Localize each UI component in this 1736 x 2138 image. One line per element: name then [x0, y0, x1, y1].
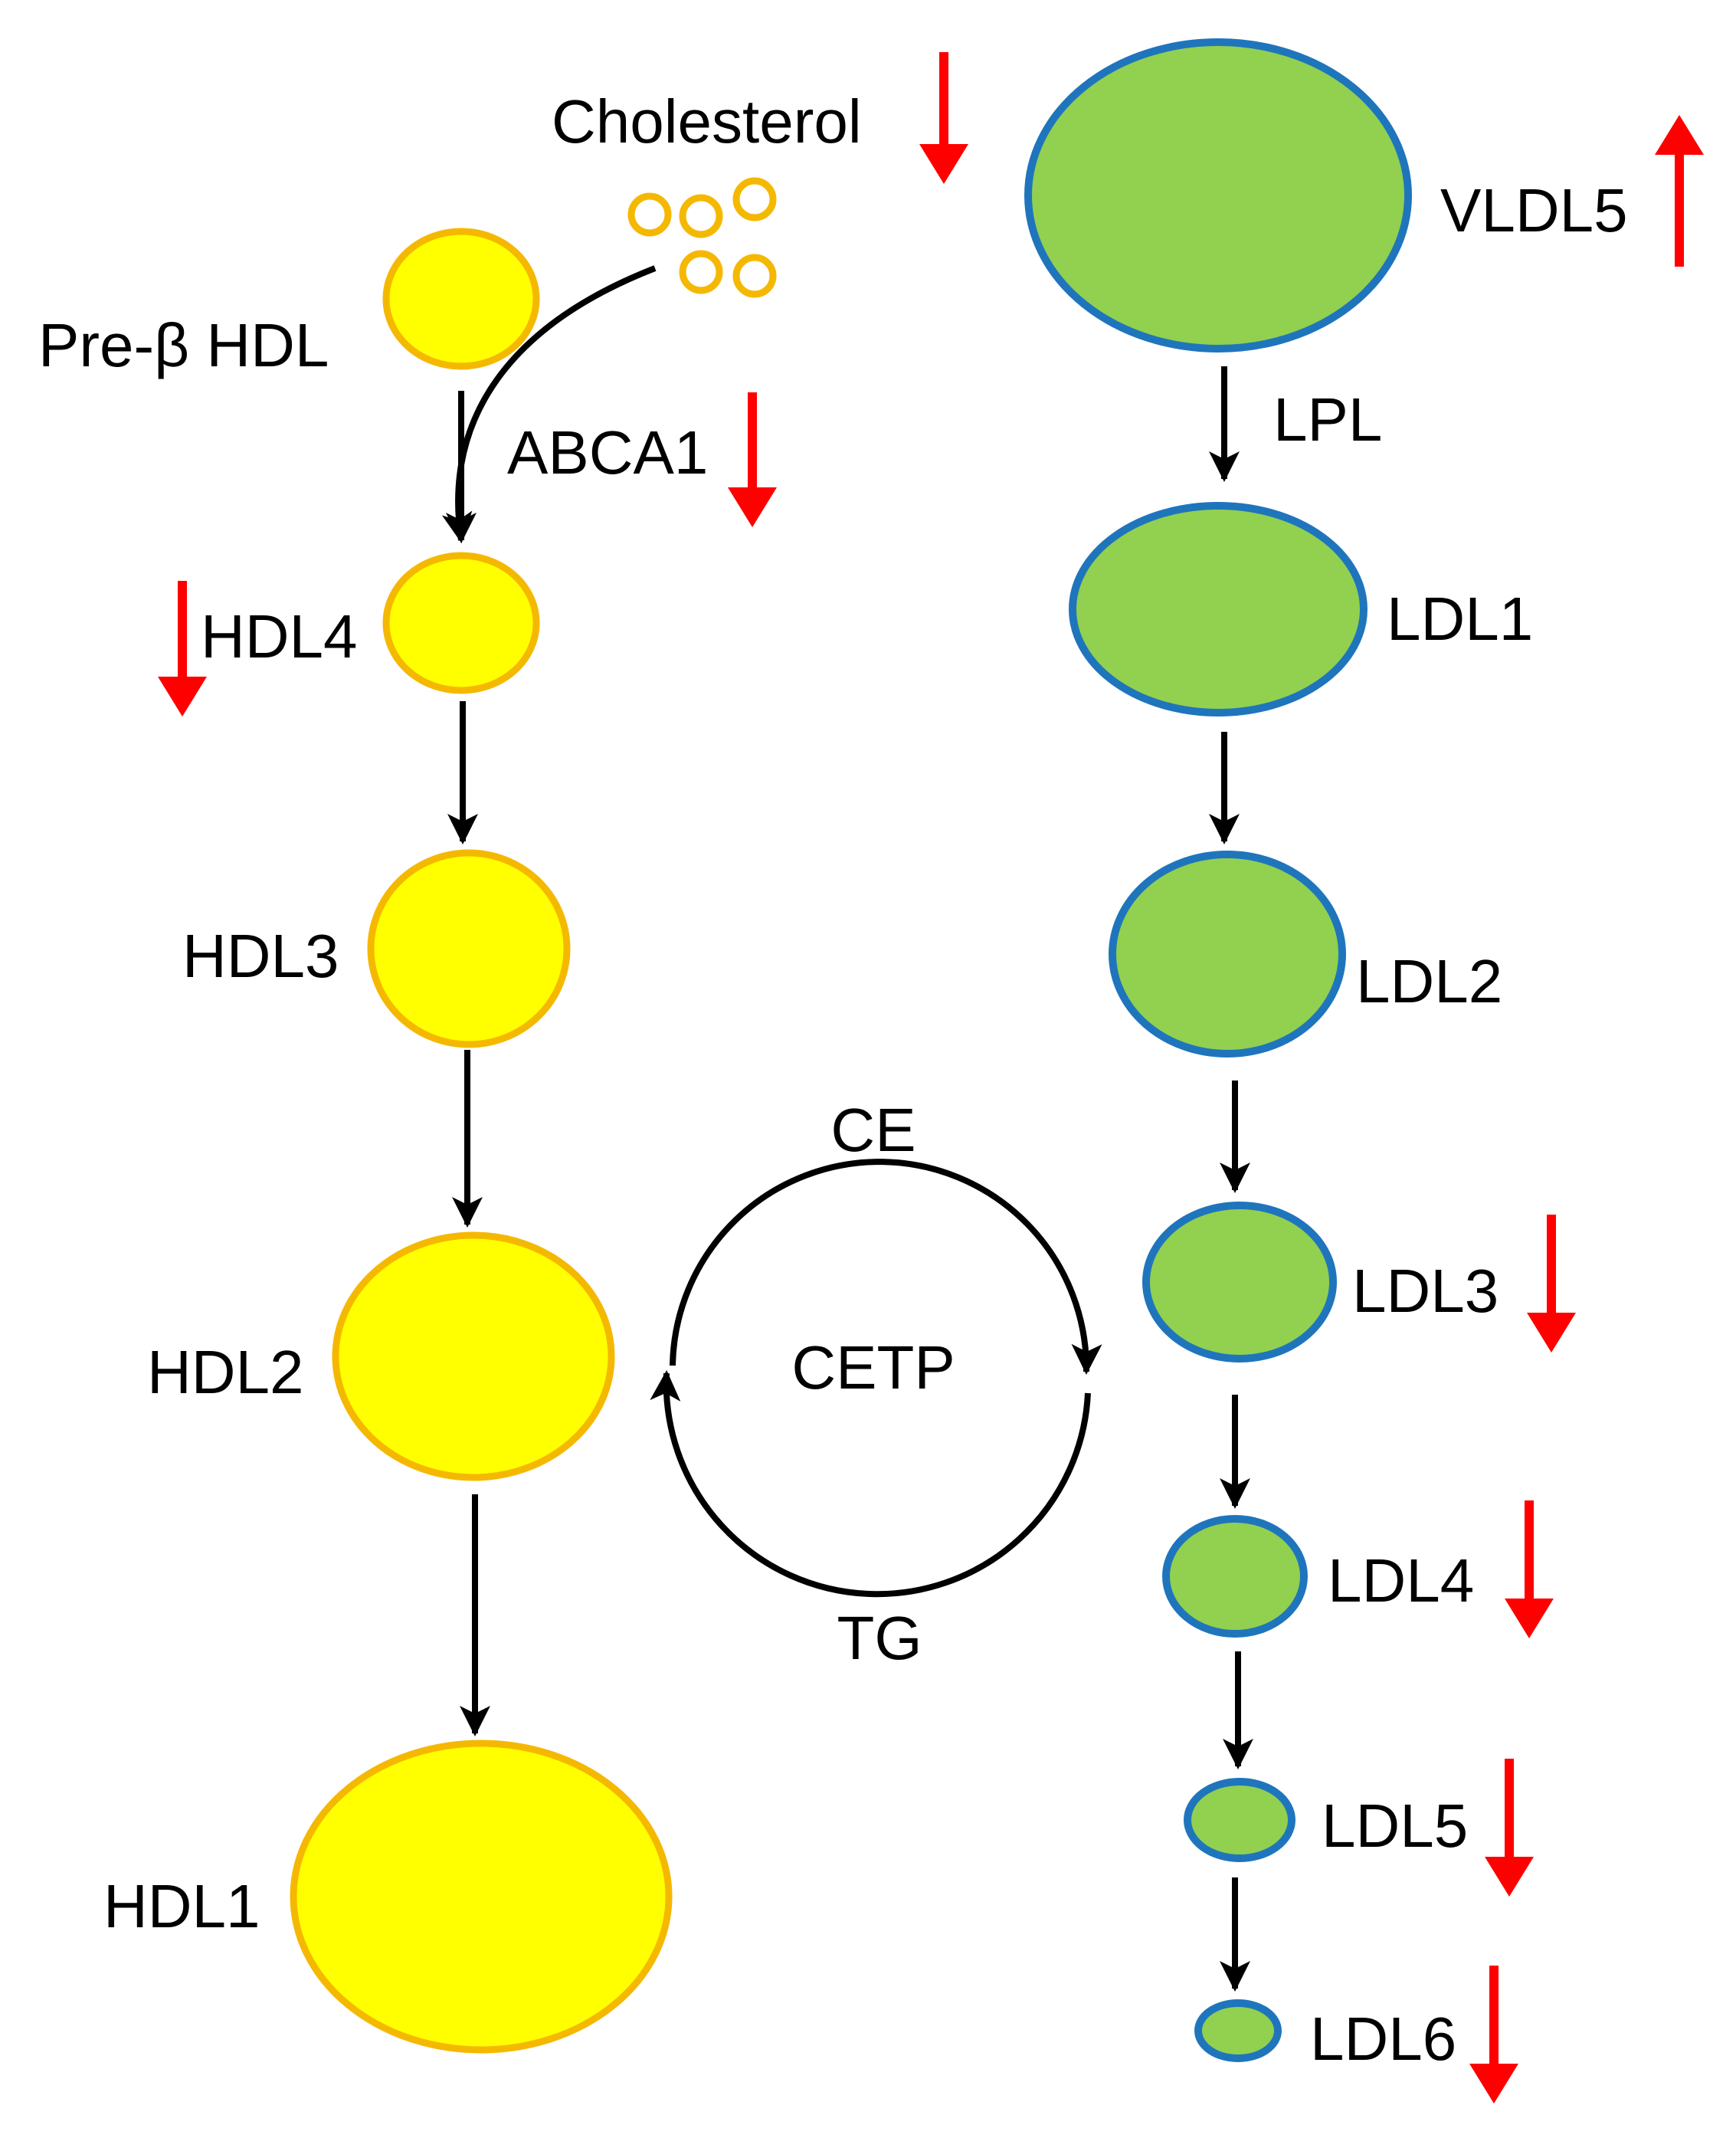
hdl1-label: HDL1: [103, 1872, 260, 1940]
cholesterol-ring: [732, 177, 777, 221]
ldl1-particle: [1069, 502, 1368, 716]
change-arrow: [919, 52, 968, 184]
ldl2-particle: [1109, 851, 1346, 1058]
ldl4-particle: [1162, 1515, 1308, 1638]
ldl3-particle: [1142, 1202, 1337, 1362]
hdl2-label: HDL2: [147, 1338, 304, 1406]
cetp-label: CETP: [791, 1333, 955, 1402]
hdl1-particle: [290, 1740, 673, 2054]
ldl6-label: LDL6: [1310, 2005, 1456, 2073]
vldl5-label: VLDL5: [1440, 176, 1628, 244]
change-arrow: [1527, 1215, 1576, 1353]
change-arrow-head: [919, 144, 968, 184]
ldl6-particle: [1194, 1999, 1282, 2062]
abca1-label: ABCA1: [507, 418, 708, 487]
change-arrow-head: [728, 487, 777, 527]
cholesterol-label: Cholesterol: [552, 87, 862, 156]
ldl4-label: LDL4: [1328, 1546, 1474, 1615]
ldl2-label: LDL2: [1356, 947, 1502, 1015]
change-arrow: [1655, 115, 1704, 267]
change-arrow: [1469, 1966, 1518, 2104]
hdl3-label: HDL3: [182, 922, 339, 990]
ldl3-label: LDL3: [1352, 1257, 1499, 1325]
change-arrow: [158, 581, 207, 716]
cholesterol-ring: [679, 194, 723, 238]
change-arrow: [1485, 1759, 1534, 1897]
change-arrow-head: [1527, 1313, 1576, 1353]
change-arrow: [728, 392, 777, 527]
ldl5-particle: [1184, 1778, 1295, 1862]
cholesterol-ring: [679, 250, 723, 294]
flow-arrows: [441, 265, 1253, 1992]
ce-label: CE: [830, 1096, 915, 1164]
cetp-ce-transfer-arrow: [670, 1159, 1102, 1375]
change-arrow-head: [158, 677, 207, 716]
tg-label: TG: [837, 1604, 922, 1672]
change-arrow-head: [1505, 1599, 1554, 1638]
cholesterol-ring: [627, 192, 672, 237]
labels: Cholesterol Pre-β HDL ABCA1 HDL4 HDL3 HD…: [38, 87, 1628, 2073]
change-arrow-head: [1469, 2064, 1518, 2104]
hdl2-particle: [332, 1231, 615, 1481]
ldl5-label: LDL5: [1322, 1792, 1468, 1860]
lpl-label: LPL: [1273, 385, 1382, 454]
change-arrow: [1505, 1500, 1554, 1638]
vldl5-particle: [1024, 38, 1412, 353]
hdl4-label: HDL4: [201, 602, 358, 671]
ldl1-label: LDL1: [1387, 585, 1533, 653]
pre-beta-hdl-label: Pre-β HDL: [38, 311, 329, 379]
cetp-tg-transfer-arrow: [650, 1370, 1091, 1598]
cholesterol-ring: [732, 254, 777, 298]
cholesterol-molecules: [627, 177, 777, 298]
hdl4-particle: [382, 552, 540, 694]
change-arrow-head: [1485, 1857, 1534, 1897]
hdl-column: [290, 228, 673, 2054]
change-indicators: [158, 52, 1704, 2104]
pre-beta-hdl-particle: [382, 228, 540, 370]
hdl3-particle: [367, 849, 571, 1048]
ldl-column: [1024, 38, 1412, 2062]
change-arrow-head: [1655, 115, 1704, 155]
